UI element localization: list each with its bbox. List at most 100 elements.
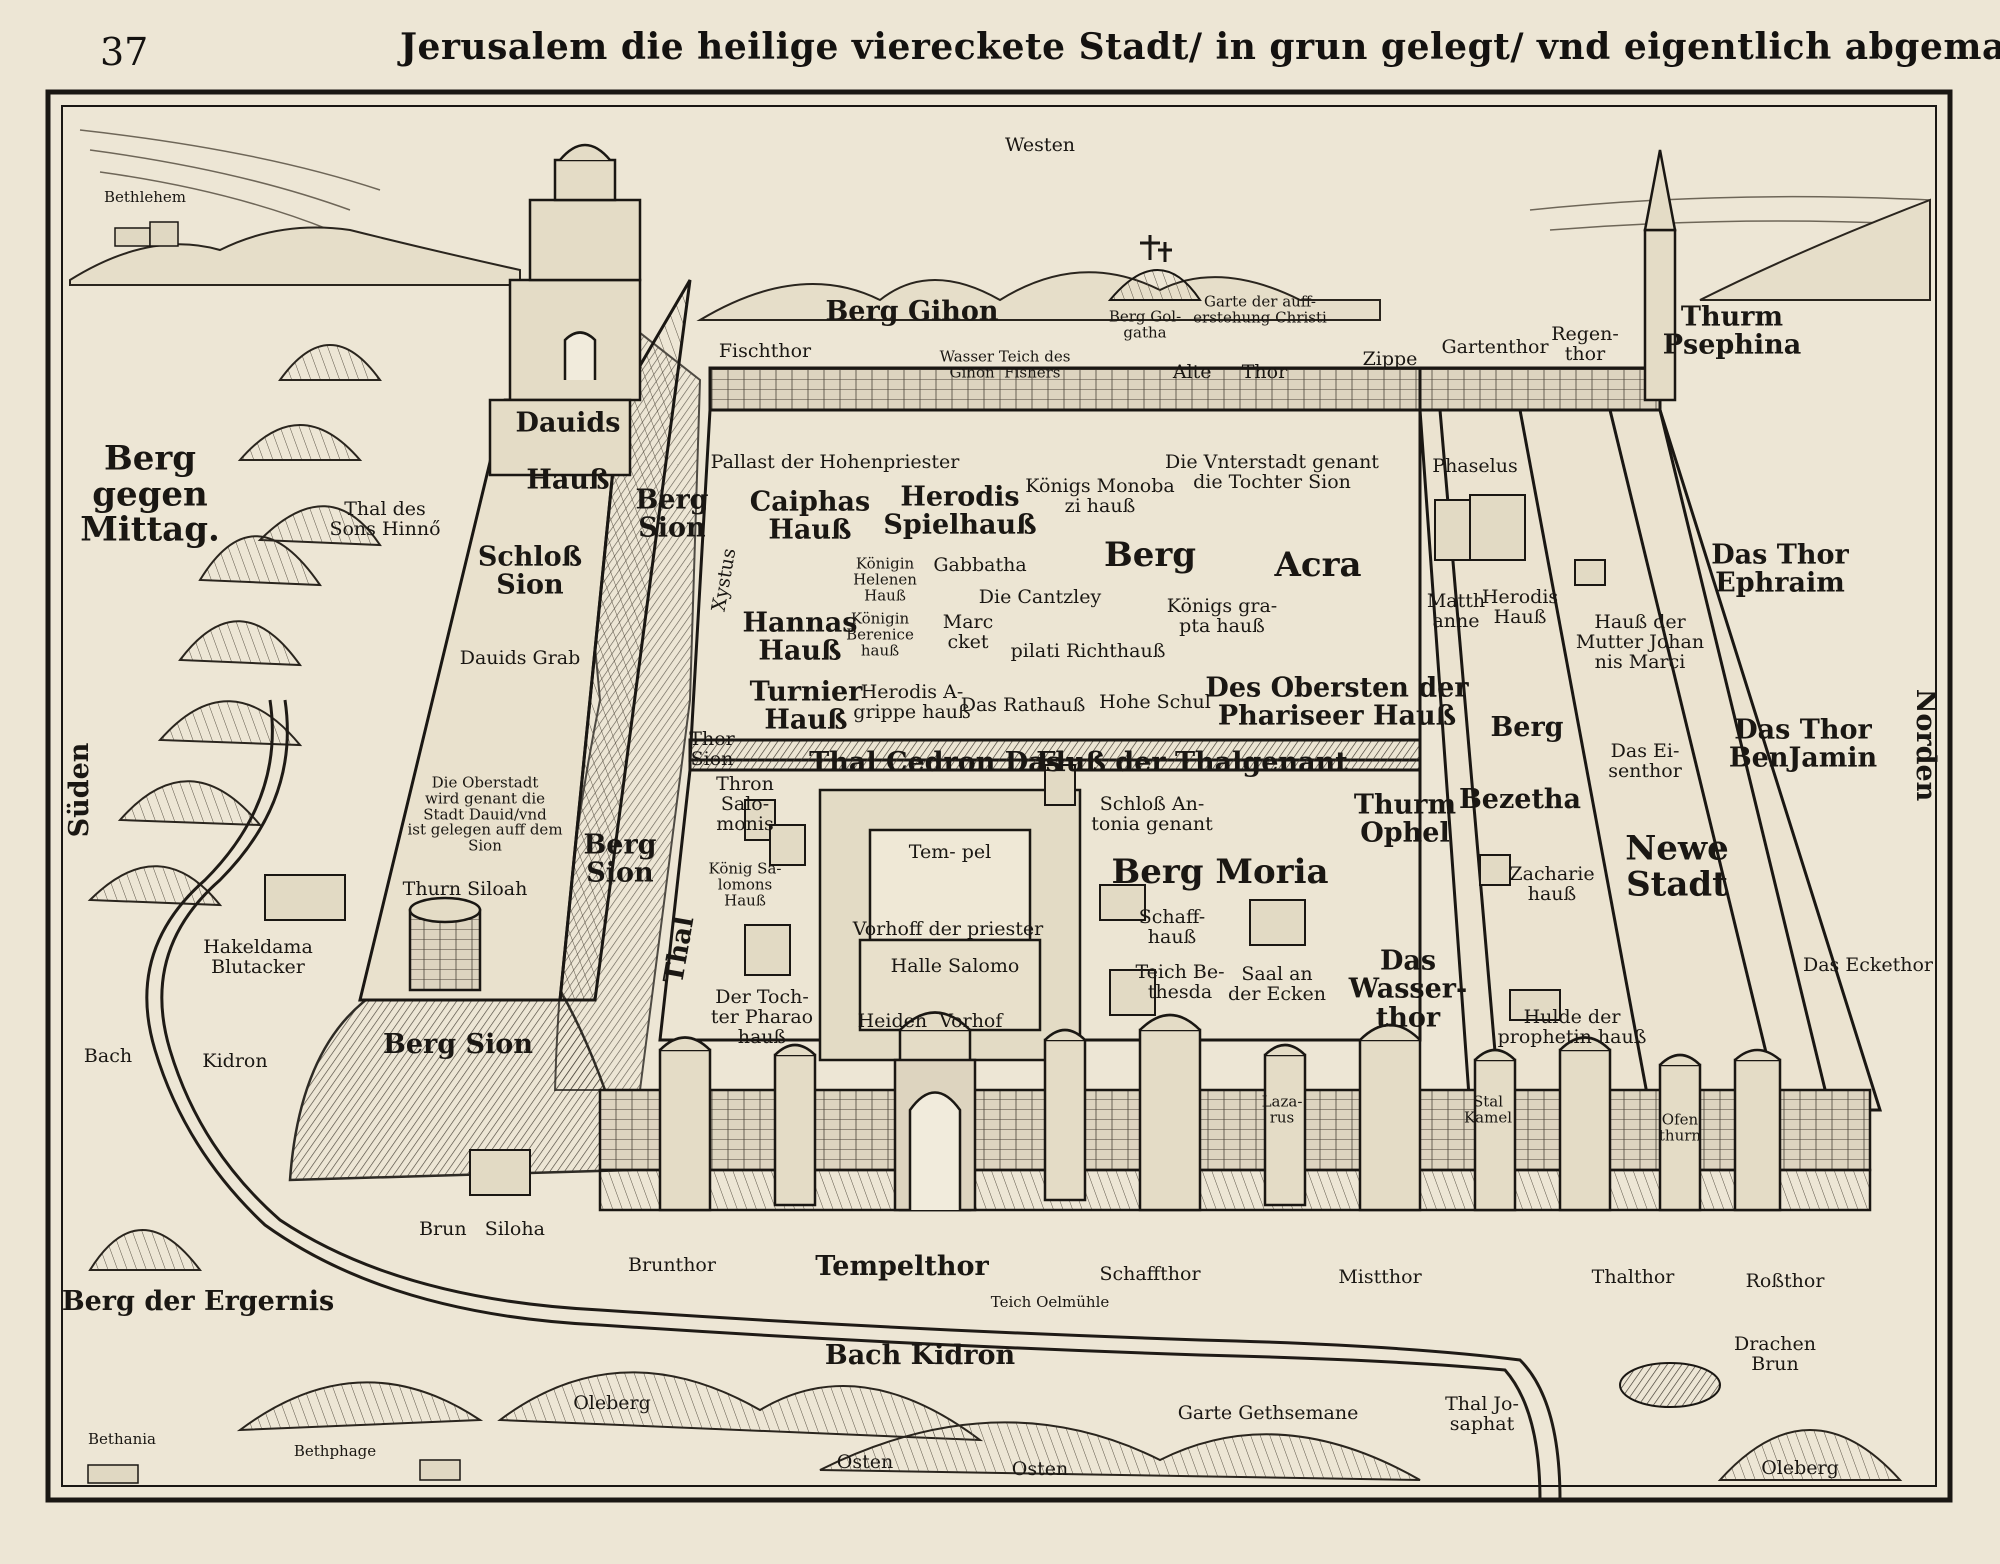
label-berg-acra-1: Berg — [1103, 535, 1197, 576]
label-teich-oelmuehle: Teich Oelmühle — [990, 1293, 1110, 1312]
label-schloss-sion: Schloß Sion — [477, 541, 583, 601]
label-die-oberstadt: Die Oberstadt wird genant die Stadt Daui… — [407, 773, 563, 855]
label-berg-moria: Berg Moria — [1111, 852, 1329, 893]
label-bezetha: Bezetha — [1458, 783, 1582, 815]
label-bethphage: Bethphage — [293, 1442, 377, 1461]
label-phaselus: Phaselus — [1432, 455, 1518, 478]
label-berg-bezetha-1: Berg — [1490, 711, 1564, 743]
label-der-tochter-pharao: Der Toch- ter Pharao hauß — [710, 986, 814, 1048]
label-thalthor: Thalthor — [1591, 1266, 1675, 1289]
label-pallast-hohenpriester: Pallast der Hohenpriester — [710, 451, 960, 474]
label-garte-auferstehung: Garte der auff- erstehung Christi — [1193, 292, 1327, 326]
label-hakeldama: Hakeldama Blutacker — [203, 936, 313, 978]
label-gartenthor: Gartenthor — [1441, 336, 1549, 359]
label-mistthor: Mistthor — [1338, 1266, 1422, 1289]
label-herodis-spielhauss: Herodis Spielhauß — [883, 481, 1037, 541]
label-thurn-siloah: Thurn Siloah — [402, 878, 528, 901]
psephina-tower — [1643, 149, 1677, 402]
label-vorhoff-priester: Vorhoff der priester — [852, 918, 1044, 941]
davids-tower — [488, 143, 642, 477]
label-thor-sion: Thor Sion — [689, 728, 735, 770]
olive-mountain — [88, 1229, 1903, 1481]
label-schaffhauss: Schaff- hauß — [1138, 906, 1206, 948]
map-frame — [45, 89, 1953, 1503]
label-das-thor-ephraim: Das Thor Ephraim — [1711, 539, 1849, 599]
label-bach-kidron-bottom: Bach Kidron — [824, 1339, 1016, 1371]
compass-north: Norden — [1910, 688, 1942, 802]
label-saal-ecken: Saal an der Ecken — [1227, 963, 1327, 1005]
label-ofen-thurn: Ofen thurn — [1658, 1110, 1702, 1144]
label-pilati-richthauss: pilati Richthauß — [1010, 640, 1166, 663]
label-thurm-psephina: Thurm Psephina — [1662, 301, 1802, 361]
label-obersten-pharisaeer: Des Obersten der Phariseer Hauß — [1205, 672, 1469, 732]
label-halle-salomo: Halle Salomo — [890, 955, 1020, 978]
label-bach-left: Bach — [83, 1045, 133, 1068]
label-tempelthor: Tempelthor — [815, 1250, 989, 1282]
label-vnterstadt: Die Vnterstadt genant die Tochter Sion — [1165, 451, 1379, 493]
distant-hills — [69, 198, 1931, 321]
label-berg-sion-upper: Berg Sion — [635, 484, 709, 544]
label-oleberg-east: Osten — [1011, 1458, 1069, 1481]
label-berg-sion-lower: Berg Sion — [583, 829, 657, 889]
label-thal-josaphat: Thal Jo- saphat — [1445, 1393, 1519, 1435]
label-berg-golgatha: Berg Gol- gatha — [1108, 307, 1182, 341]
label-herodis-agrippe: Herodis A- grippe hauß — [853, 681, 971, 723]
wall-towers — [658, 1011, 1782, 1212]
map-title: Jerusalem die heilige viereckete Stadt/ … — [400, 26, 2000, 68]
page-number: 37 — [100, 30, 149, 74]
label-turnier-hauss: Turnier Hauß — [749, 676, 863, 736]
label-das-wasserthor: Das Wasser- thor — [1348, 945, 1468, 1034]
label-die-cantzley: Die Cantzley — [978, 586, 1102, 609]
label-oleberg-1: Oleberg — [573, 1392, 651, 1415]
label-berg-sion-rock: Berg Sion — [383, 1028, 533, 1060]
label-koenigs-monobazi: Königs Monoba zi hauß — [1025, 475, 1175, 517]
label-thal-cedron: Thal Cedron Das — [809, 746, 1061, 778]
label-das-eckethor: Das Eckethor — [1802, 954, 1934, 977]
label-thal-des-sons-hinnom: Thal des Sons Hinnő — [329, 498, 441, 540]
compass-west: Westen — [1004, 134, 1076, 157]
kidron-brook — [145, 699, 1562, 1501]
siloah-tower — [408, 896, 482, 992]
label-das-thor-benjamin: Das Thor BenJamin — [1728, 714, 1878, 774]
label-koenig-salomons-hauss: König Sa- lomons Hauß — [708, 859, 782, 909]
golgatha — [1107, 235, 1202, 301]
label-thurm-ophel: Thurm Ophel — [1353, 789, 1457, 849]
label-das-eisenthor: Das Ei- senthor — [1608, 740, 1682, 782]
label-schaffthor: Schaffthor — [1099, 1263, 1201, 1286]
label-garte-gethsemane: Garte Gethsemane — [1177, 1402, 1359, 1425]
label-acra: Acra — [1274, 545, 1362, 586]
compass-south: Süden — [63, 742, 95, 838]
label-bethlehem: Bethlehem — [103, 188, 187, 207]
label-schloss-antonia: Schloß An- tonia genant — [1091, 793, 1213, 835]
label-thron-salomonis: Thron Salo- monis — [716, 773, 774, 835]
small-towns — [87, 221, 461, 1484]
label-hulde-prophetin: Hulde der prophetin hauß — [1497, 1006, 1647, 1048]
label-herodis-hauss: Herodis Hauß — [1481, 586, 1559, 628]
label-tempel: Tem- pel — [908, 841, 992, 864]
label-fluss-thal: Fluß der Thalgenant — [1036, 746, 1348, 778]
label-gabbatha: Gabbatha — [933, 554, 1027, 577]
label-marckt: Marc cket — [942, 611, 994, 653]
label-davids-hauss: Dauids Hauß — [515, 407, 621, 496]
label-zacharie-hauss: Zacharie hauß — [1509, 863, 1595, 905]
label-hannas-hauss: Hannas Hauß — [742, 607, 858, 667]
label-davids-grab: Dauids Grab — [459, 647, 581, 670]
compass-east: Osten — [836, 1451, 894, 1474]
label-rossthor: Roßthor — [1745, 1270, 1825, 1293]
dragon-well — [1619, 1362, 1721, 1408]
label-koenigs-grapta: Königs gra- pta hauß — [1166, 595, 1278, 637]
label-regenthor: Regen- thor — [1551, 323, 1619, 365]
label-heiden-vorhof: Heiden Vorhof — [857, 1010, 1003, 1033]
label-berg-gegen-mittag: Berg gegen Mittag. — [80, 438, 220, 550]
label-alte-thor: Alte Thor — [1172, 361, 1288, 384]
label-brun-siloha: Brun Siloha — [419, 1218, 545, 1241]
label-fischthor: Fischthor — [718, 340, 812, 363]
label-das-rathauss: Das Rathauß — [960, 694, 1086, 717]
label-berg-gihon: Berg Gihon — [825, 295, 999, 327]
label-koenigin-helenen: Königin Helenen Hauß — [853, 554, 917, 604]
label-caiphas-hauss: Caiphas Hauß — [749, 486, 871, 546]
small-buildings — [264, 494, 1606, 1196]
label-zippe: Zippe — [1362, 348, 1418, 371]
label-bethania: Bethania — [88, 1430, 156, 1449]
